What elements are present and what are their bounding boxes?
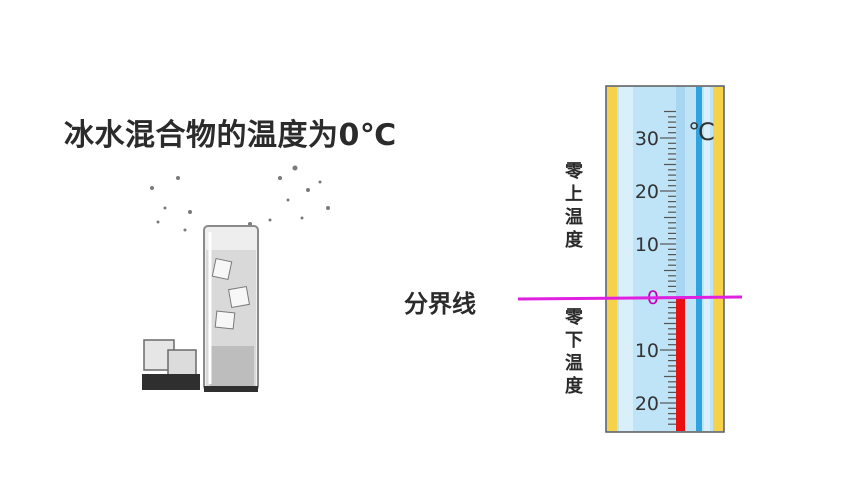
tick-label: 30	[635, 128, 659, 150]
thermometer-tick-labels: 30201001020	[635, 128, 659, 415]
above-zero-label: 零 上 温 度	[565, 161, 583, 251]
thermometer-scale	[660, 110, 676, 425]
thermometer-capillary	[676, 87, 685, 431]
tick-label: 20	[635, 181, 659, 203]
thermometer-frame-right	[713, 87, 723, 431]
thermometer-red-liquid	[676, 297, 685, 431]
unit-label: ℃	[688, 118, 715, 146]
tick-label: 10	[635, 234, 659, 256]
ice-water-glass-illustration	[142, 165, 330, 392]
tick-label: 10	[635, 340, 659, 362]
divider-line	[517, 295, 743, 301]
divider-label: 分界线	[404, 290, 476, 318]
thermometer-frame-left	[607, 87, 617, 431]
tick-label: 20	[635, 393, 659, 415]
below-zero-label: 零 下 温 度	[565, 307, 583, 397]
page-title: 冰水混合物的温度为0℃	[64, 118, 397, 153]
water-droplets	[150, 165, 330, 232]
